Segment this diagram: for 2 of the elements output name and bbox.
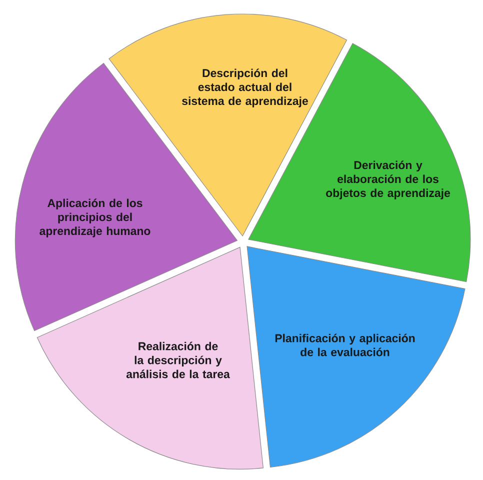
pie-sector: Realización de la descripción y análisis de la tarea [36,246,264,470]
pie-sector: Planificación y aplicación de la evaluación [246,246,466,468]
